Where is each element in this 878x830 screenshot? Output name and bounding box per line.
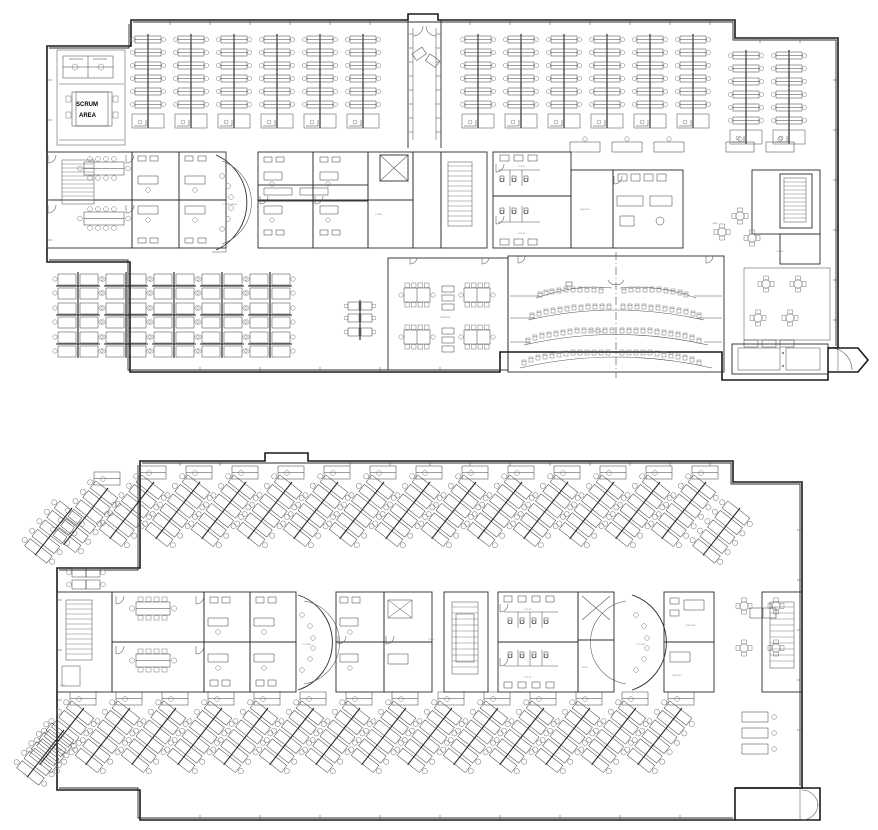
auditorium: AUDITORIUM — [507, 252, 725, 378]
curtain-wall-mullions-lower — [57, 461, 802, 820]
round-table-symbol — [713, 207, 761, 247]
open-workstation-bank-south — [52, 271, 377, 359]
training-room: TRAINING — [387, 257, 509, 371]
core-elevator-lobby: LOBBY — [367, 151, 442, 249]
restroom-core-lower: TOILET TOILET — [497, 591, 579, 693]
curved-collaboration-east-lower: COLLAB — [590, 594, 667, 691]
stair-core-east-lower — [761, 591, 803, 693]
svg-text:ELEC: ELEC — [60, 685, 66, 687]
scrum-area-zone: SCRUM AREA — [56, 49, 126, 146]
open-workstation-bank-north — [130, 34, 806, 153]
stair-symbol — [61, 159, 95, 205]
svg-text:STORE: STORE — [776, 251, 784, 253]
central-offices-lower — [335, 591, 433, 693]
svg-text:STAIR: STAIR — [428, 638, 435, 641]
auditorium-row — [535, 286, 697, 299]
svg-text:COLLAB: COLLAB — [636, 643, 645, 646]
entry-vestibule-southeast — [731, 343, 853, 375]
core-north — [407, 20, 442, 148]
elevator-symbol — [379, 154, 409, 182]
diagonal-workstation-bank-north — [18, 465, 777, 619]
svg-text:AUDITORIUM: AUDITORIUM — [590, 330, 604, 333]
svg-text:COLLAB: COLLAB — [302, 643, 311, 646]
round-table-symbol — [749, 275, 807, 327]
svg-text:SERVICE: SERVICE — [580, 209, 590, 211]
restroom-core: TOILET TOILET — [492, 151, 572, 249]
conference-rooms-west-lower — [111, 591, 205, 693]
scrum-area-label-line2: AREA — [79, 113, 97, 119]
central-offices-block — [257, 151, 369, 249]
svg-text:COLLAB AREA: COLLAB AREA — [222, 203, 238, 206]
lower-floor-plan-svg: ELEC — [10, 452, 821, 821]
svg-text:LOBBY: LOBBY — [375, 214, 383, 216]
mid-band-rooms: ELEC — [56, 591, 803, 693]
diagonal-workstation-bank-south — [10, 691, 777, 791]
svg-text:MEETING: MEETING — [672, 675, 682, 677]
upper-building-outline — [46, 13, 870, 381]
conference-rooms-west — [46, 151, 135, 249]
scrum-area-label-line1: SCRUM — [76, 102, 98, 108]
auditorium-row — [527, 303, 705, 321]
curved-collaboration-west: COLLAB AREA — [212, 151, 252, 253]
auditorium-row — [519, 349, 713, 369]
curved-collaboration-west-lower: COLLAB — [297, 594, 340, 691]
svg-text:TOILET: TOILET — [524, 609, 532, 611]
svg-text:TOILET: TOILET — [524, 677, 532, 679]
svg-text:TOILET: TOILET — [518, 233, 526, 235]
svg-text:CAFE: CAFE — [712, 222, 718, 225]
svg-text:SERV: SERV — [582, 667, 588, 669]
stair-core-east: STORE — [751, 169, 821, 265]
svg-text:MEETING: MEETING — [686, 625, 696, 627]
cafe-lounge-east: CAFE — [712, 207, 831, 348]
svg-text:TRAINING: TRAINING — [440, 316, 451, 319]
pantry-core: SERVICE — [570, 169, 684, 249]
svg-text:TOILET: TOILET — [518, 166, 526, 168]
upper-floor-plan-svg: SCRUM AREA — [46, 13, 870, 381]
stair-core-central — [440, 151, 488, 249]
private-offices-west — [131, 151, 227, 249]
auditorium-row — [523, 327, 709, 346]
toilet-symbol — [499, 175, 529, 215]
stair-core-west-lower: ELEC — [56, 591, 113, 693]
stair-core-central-lower: STAIR — [428, 591, 489, 693]
upper-floor-plan: SCRUM AREA — [0, 0, 878, 400]
round-table-symbol — [735, 597, 785, 657]
lower-floor-plan: ELEC — [0, 440, 878, 830]
curtain-wall-mullions — [47, 20, 838, 372]
private-offices-west-lower — [203, 591, 297, 693]
meeting-rooms-east-lower: MEETING MEETING — [663, 591, 785, 693]
